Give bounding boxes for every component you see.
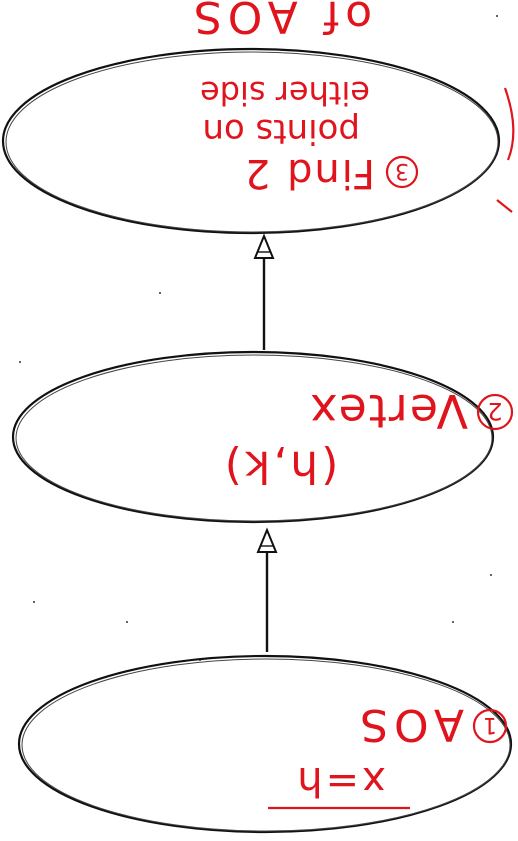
node-bottom: x=h 1 AOS xyxy=(17,654,513,834)
node-top-label: 3 Find 2 points on either side xyxy=(200,74,419,196)
node-top-line-3: either side xyxy=(200,74,370,112)
node-middle: (h,k) 2 Vertex xyxy=(11,350,514,524)
node-bottom-label: x=h 1 AOS xyxy=(268,699,508,810)
step-2-circle xyxy=(476,393,514,431)
node-middle-line-2: Vertex xyxy=(308,384,468,438)
step-3-number: 3 xyxy=(395,158,409,183)
node-top-line-2: points on xyxy=(202,111,360,151)
step-1-circle xyxy=(472,708,508,744)
node-middle-ellipse xyxy=(11,350,495,524)
node-top: 3 Find 2 points on either side xyxy=(1,47,501,235)
edge-scribble xyxy=(503,87,515,161)
top-annotation: of AOS xyxy=(188,0,372,42)
edge-middle-to-top xyxy=(253,233,275,350)
node-top-ellipse xyxy=(1,47,501,235)
step-1-number: 1 xyxy=(483,712,497,737)
node-bottom-ellipse xyxy=(17,654,513,834)
node-middle-line-1: (h,k) xyxy=(222,441,339,492)
edge-bottom-to-middle xyxy=(256,527,278,652)
step-3-circle xyxy=(385,155,419,189)
node-middle-label: (h,k) 2 Vertex xyxy=(222,384,514,492)
top-annotation-text: of AOS xyxy=(188,0,372,42)
node-top-line-1: Find 2 xyxy=(243,150,375,196)
node-bottom-line-2: AOS xyxy=(354,699,464,750)
node-bottom-line-1: x=h xyxy=(294,758,386,804)
step-2-number: 2 xyxy=(487,397,502,425)
